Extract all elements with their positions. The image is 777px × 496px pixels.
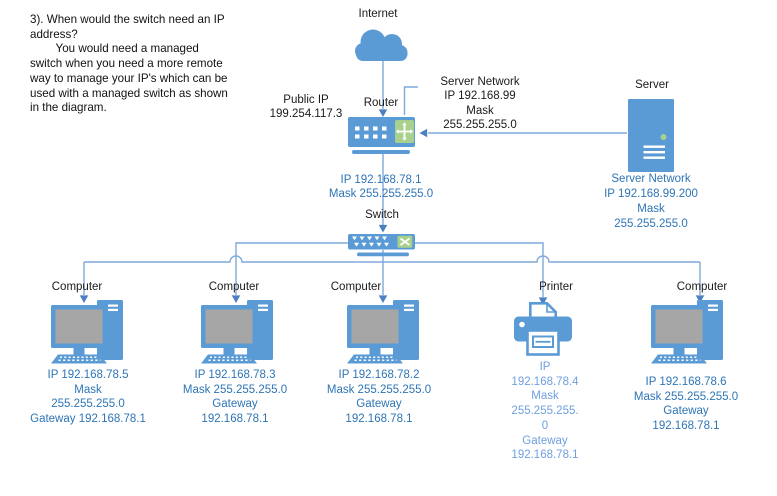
printer-icon xyxy=(514,302,574,359)
computer-icon xyxy=(347,300,421,364)
internet-router-link xyxy=(378,60,388,117)
wan-info-label: Server Network IP 192.168.99 Mask 255.25… xyxy=(440,76,520,132)
computer-icon xyxy=(201,300,275,364)
device-label: Computer xyxy=(676,281,728,293)
device-label: Computer xyxy=(208,281,260,293)
router-label: Router xyxy=(363,97,399,109)
device-info: IP 192.168.78.6 Mask 255.255.255.0 Gatew… xyxy=(633,376,739,433)
server-info: Server Network IP 192.168.99.200 Mask 25… xyxy=(604,173,698,230)
switch-left-branch xyxy=(231,242,348,303)
switch-label: Switch xyxy=(365,209,399,221)
server-label: Server xyxy=(635,79,669,91)
lan-bus-line xyxy=(84,255,700,263)
bus-right-drop xyxy=(695,262,705,303)
question-text: 3). When would the switch need an IP add… xyxy=(30,13,228,115)
switch-center-link xyxy=(378,250,388,303)
server-icon xyxy=(628,99,674,173)
device-info: IP 192.168.78.3 Mask 255.255.255.0 Gatew… xyxy=(182,369,288,426)
router-lan-info: IP 192.168.78.1 Mask 255.255.255.0 xyxy=(328,174,434,200)
device-label: Printer xyxy=(539,281,573,293)
bus-left-drop xyxy=(79,262,89,303)
switch-icon xyxy=(348,234,416,258)
device-info: IP 192.168.78.5 Mask 255.255.255.0 Gatew… xyxy=(30,369,146,426)
wan-label-connector xyxy=(403,86,418,115)
computer-icon xyxy=(51,300,125,364)
device-info: IP 192.168.78.4 Mask 255.255.255. 0 Gate… xyxy=(511,361,579,462)
device-label: Computer xyxy=(330,281,382,293)
device-label: Computer xyxy=(51,281,103,293)
internet-label: Internet xyxy=(358,8,398,20)
cloud-icon xyxy=(352,26,412,62)
computer-icon xyxy=(651,300,725,364)
router-switch-link xyxy=(378,154,388,233)
public-ip-label: Public IP 199.254.117.3 xyxy=(269,94,343,120)
switch-right-branch xyxy=(415,242,548,305)
device-info: IP 192.168.78.2 Mask 255.255.255.0 Gatew… xyxy=(326,369,432,426)
server-router-link xyxy=(419,128,627,138)
